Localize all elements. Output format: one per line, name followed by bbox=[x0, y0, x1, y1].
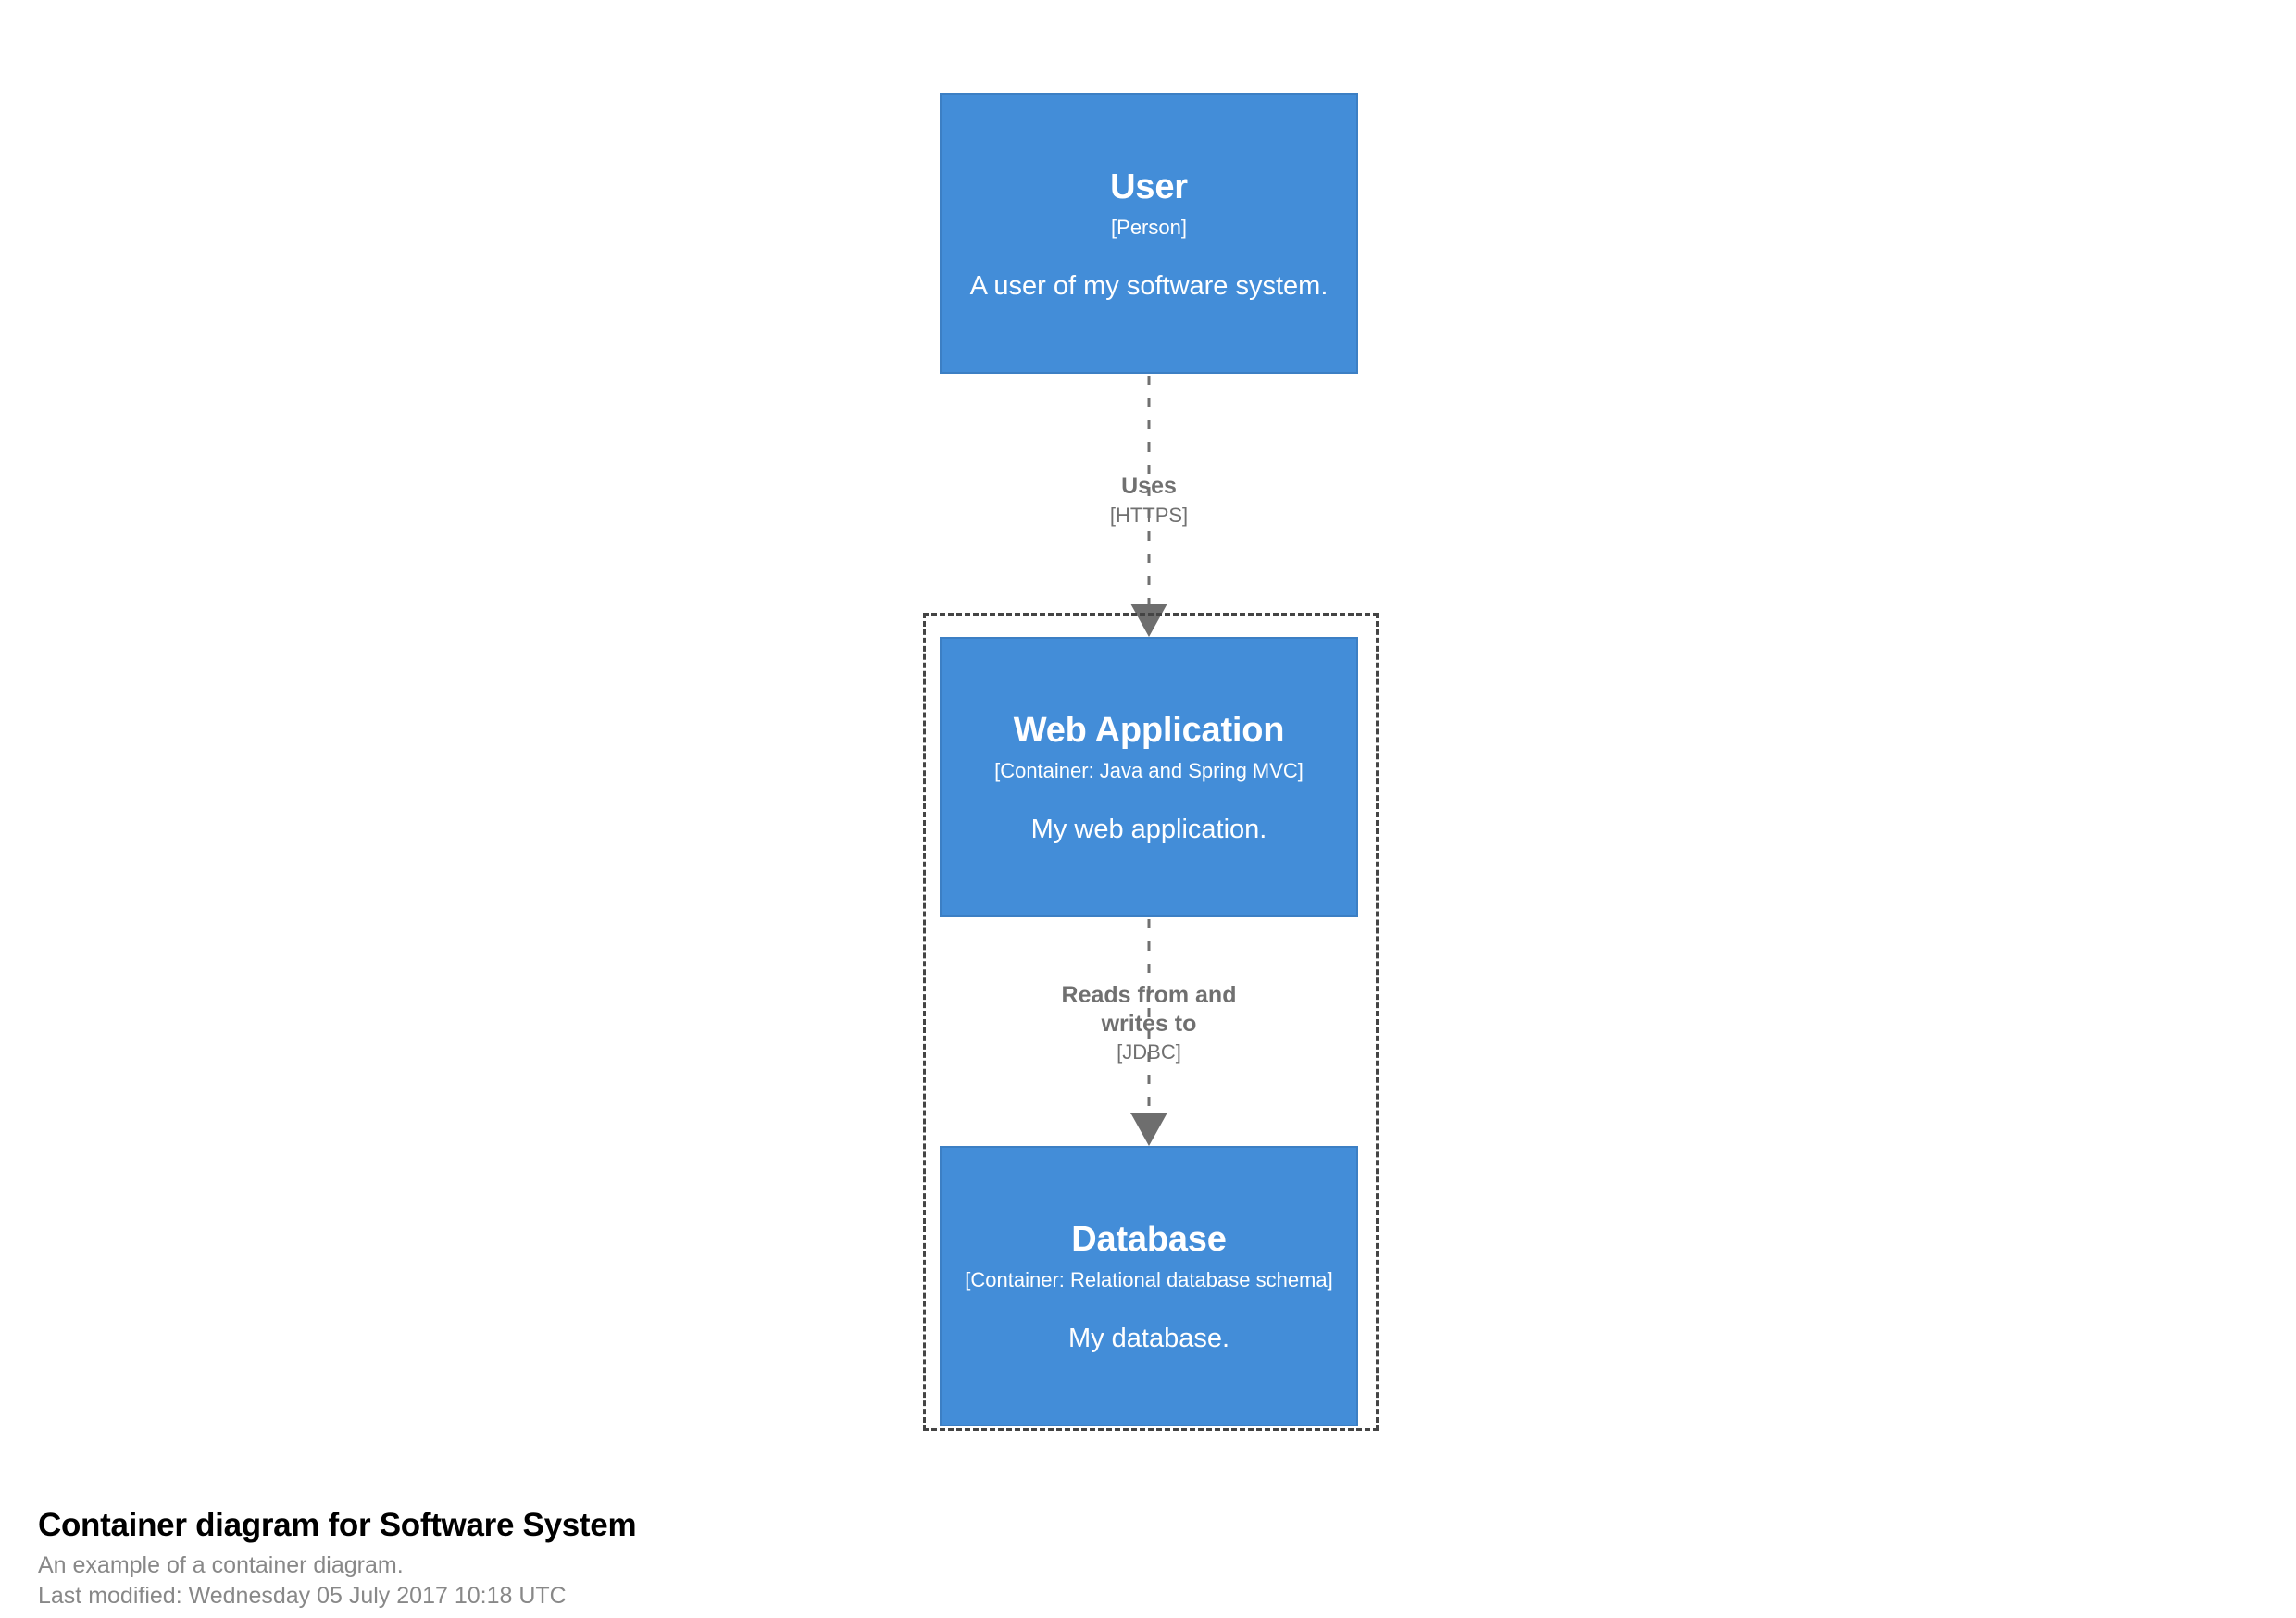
element-web-application-description: My web application. bbox=[1030, 815, 1267, 845]
relationship-uses-technology: [HTTPS] bbox=[1109, 503, 1189, 527]
element-web-application[interactable]: Web Application [Container: Java and Spr… bbox=[940, 637, 1358, 917]
element-user[interactable]: User [Person] A user of my software syst… bbox=[940, 93, 1358, 374]
relationship-label-reads-writes: Reads from and writes to [JDBC] bbox=[1010, 981, 1288, 1065]
relationship-uses-description: Uses bbox=[1121, 473, 1177, 499]
diagram-last-modified: Last modified: Wednesday 05 July 2017 10… bbox=[38, 1582, 567, 1609]
relationship-reads-writes-description-line2: writes to bbox=[1101, 1010, 1197, 1037]
relationship-label-uses: Uses [HTTPS] bbox=[1010, 472, 1288, 528]
element-web-application-name: Web Application bbox=[1013, 711, 1285, 750]
element-user-name: User bbox=[1110, 168, 1188, 206]
element-user-description: A user of my software system. bbox=[969, 271, 1329, 302]
edge-arrowhead-reads-writes bbox=[1130, 1113, 1167, 1146]
diagram-caption: Container diagram for Software System An… bbox=[38, 1506, 1334, 1612]
diagram-title: Container diagram for Software System bbox=[38, 1507, 637, 1543]
element-database-name: Database bbox=[1071, 1220, 1227, 1259]
element-user-technology: [Person] bbox=[1111, 215, 1187, 239]
element-database-description: My database. bbox=[1067, 1324, 1230, 1354]
element-database[interactable]: Database [Container: Relational database… bbox=[940, 1146, 1358, 1426]
relationship-reads-writes-technology: [JDBC] bbox=[1117, 1040, 1181, 1064]
relationship-reads-writes-description-line1: Reads from and bbox=[1061, 982, 1237, 1008]
edge-arrowhead-uses bbox=[1130, 604, 1167, 637]
diagram-subtitle: An example of a container diagram. bbox=[38, 1551, 404, 1578]
element-database-technology: [Container: Relational database schema] bbox=[965, 1267, 1333, 1291]
element-web-application-technology: [Container: Java and Spring MVC] bbox=[994, 758, 1304, 782]
